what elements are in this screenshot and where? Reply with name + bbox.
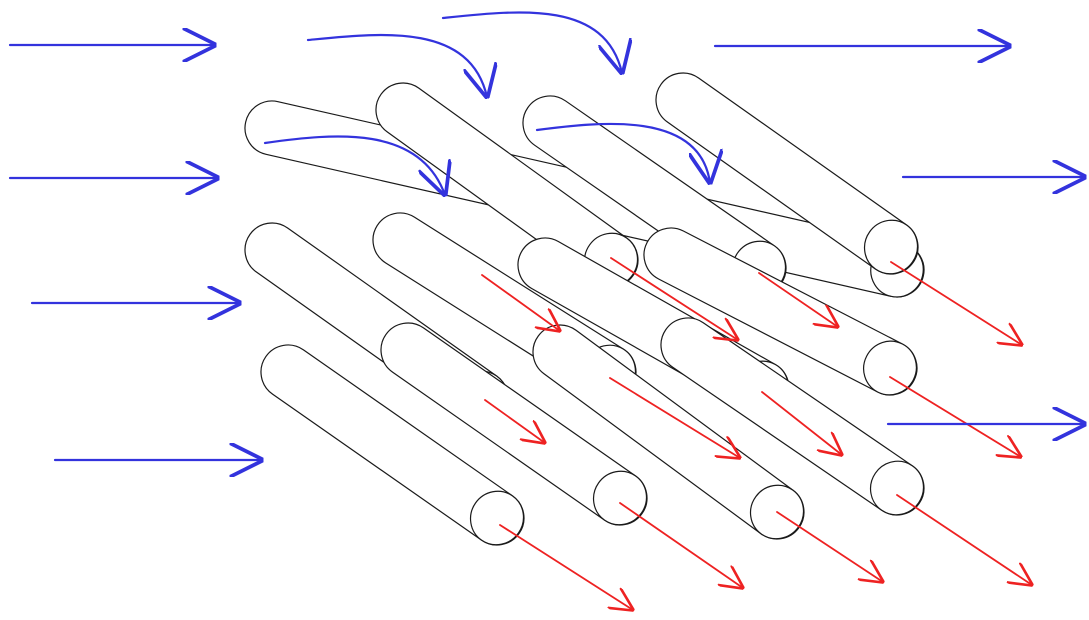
internal-flow-arrow — [484, 399, 545, 443]
tube-end — [863, 340, 917, 396]
internal-flow-arrow — [761, 391, 842, 455]
internal-flow-arrow — [609, 377, 740, 458]
internal-flow-arrow — [776, 511, 883, 582]
tube-end — [863, 219, 919, 275]
external-flow-arrow — [306, 33, 487, 97]
tube — [643, 227, 918, 396]
tube-bundle — [244, 72, 925, 546]
external-flow-arrow — [263, 135, 445, 195]
tube-end — [869, 460, 925, 516]
internal-flow-arrow — [499, 524, 633, 610]
external-flow-arrow — [535, 122, 710, 183]
internal-flow-arrow — [896, 494, 1032, 585]
internal-flow-arrows — [481, 257, 1032, 610]
internal-flow-arrow — [610, 257, 738, 340]
internal-flow-arrow — [619, 502, 743, 588]
tube — [655, 72, 919, 275]
internal-flow-arrow — [481, 274, 560, 331]
internal-flow-arrow — [889, 376, 1021, 457]
external-flow-arrow — [441, 11, 622, 73]
internal-flow-arrow — [758, 272, 838, 327]
internal-flow-arrow — [890, 261, 1022, 345]
external-flow-arrows — [8, 11, 1085, 460]
